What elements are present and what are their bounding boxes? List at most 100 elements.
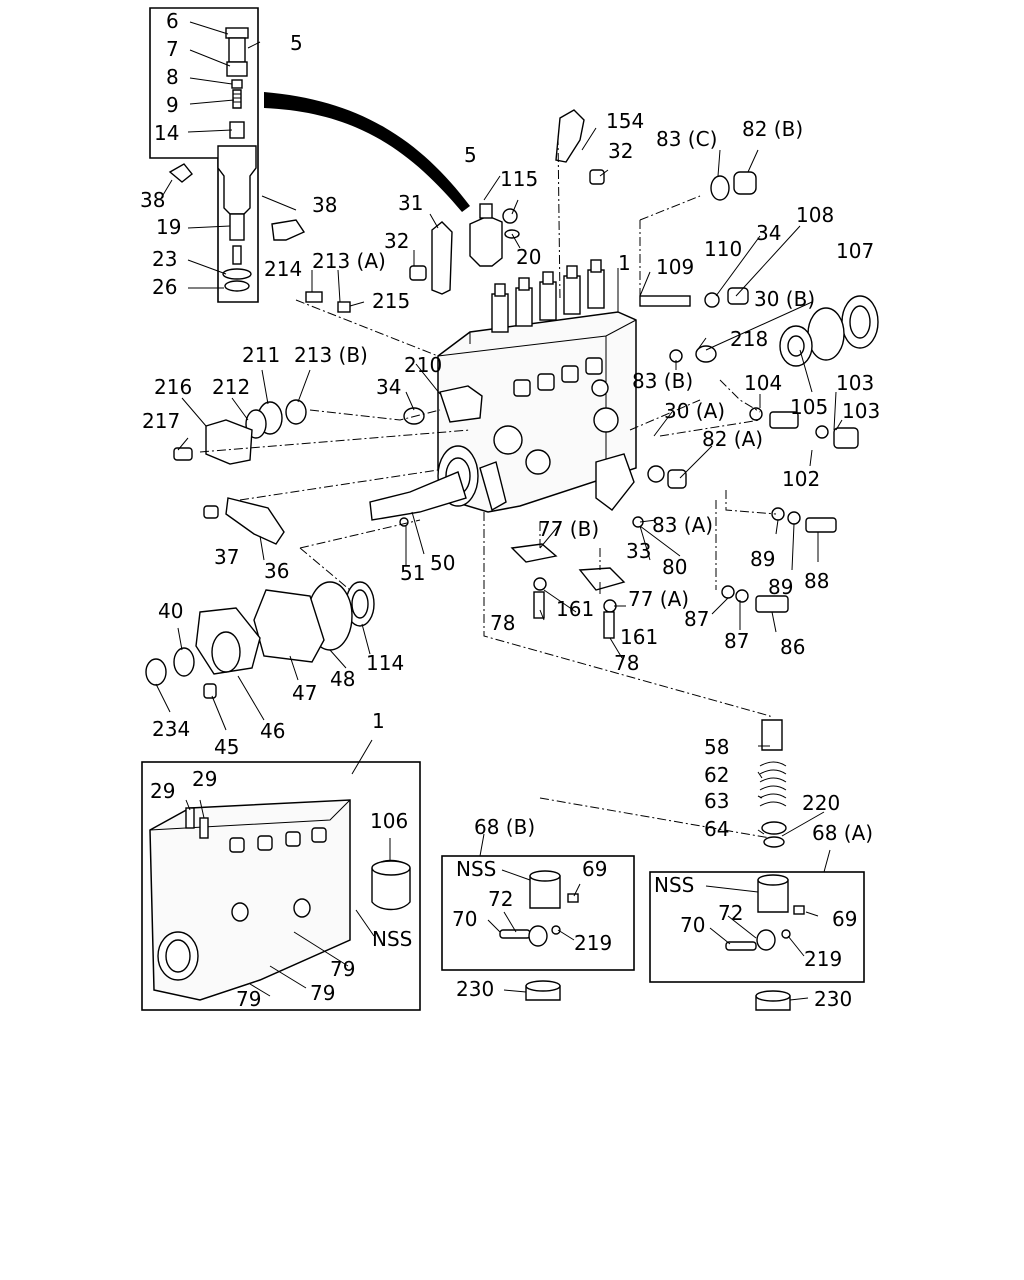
callout-210: 210 [404, 353, 442, 377]
housing-detail-box [141, 761, 421, 1011]
callout-103: 103 [836, 371, 874, 395]
callout-68b: 68 (B) [474, 815, 535, 839]
callout-47: 47 [292, 681, 317, 705]
callout-83b: 83 (B) [632, 369, 693, 393]
callout-217: 217 [142, 409, 180, 433]
o-ring-213b [285, 399, 307, 425]
callout-89: 89 [768, 575, 793, 599]
callout-58: 58 [704, 735, 729, 759]
bolt-78 [533, 591, 545, 619]
callout-20: 20 [516, 245, 541, 269]
callout-105: 105 [790, 395, 828, 419]
callout-219: 219 [574, 931, 612, 955]
bracket-31 [431, 221, 453, 295]
callout-5: 5 [290, 31, 303, 55]
callout-69: 69 [832, 907, 857, 931]
callout-48: 48 [330, 667, 355, 691]
callout-1: 1 [618, 251, 631, 275]
bushing-219 [551, 925, 561, 935]
callout-82a: 82 (A) [702, 427, 763, 451]
screw-214 [305, 291, 323, 303]
callout-114: 114 [366, 651, 404, 675]
callout-103: 103 [842, 399, 880, 423]
roller-72 [528, 925, 548, 947]
delivery-valve-inset [149, 7, 306, 303]
assembly-lines [199, 135, 777, 839]
callout-213a: 213 (A) [312, 249, 386, 273]
pin-69 [793, 905, 805, 915]
bolt-32 [589, 169, 605, 185]
callout-89: 89 [750, 547, 775, 571]
callout-88: 88 [804, 569, 829, 593]
callout-nss: NSS [456, 857, 496, 881]
callout-214: 214 [264, 257, 302, 281]
gasket-83c [710, 175, 730, 201]
delivery-valve-5 [469, 215, 503, 267]
gasket-47 [253, 589, 325, 663]
callout-69: 69 [582, 857, 607, 881]
callout-30b: 30 (B) [754, 287, 815, 311]
callout-109: 109 [656, 255, 694, 279]
callout-33: 33 [626, 539, 651, 563]
callout-nss: NSS [372, 927, 412, 951]
callout-8: 8 [166, 65, 179, 89]
seal-40 [173, 647, 195, 677]
pin-69 [567, 893, 579, 903]
callout-78: 78 [490, 611, 515, 635]
callout-36: 36 [264, 559, 289, 583]
callout-72: 72 [488, 887, 513, 911]
block-216 [205, 419, 253, 465]
pump-housing-1 [437, 259, 637, 513]
callout-115: 115 [500, 167, 538, 191]
callout-63: 63 [704, 789, 729, 813]
seal-83a [647, 465, 665, 483]
tappet-box-68b [441, 855, 635, 1001]
callout-219: 219 [804, 947, 842, 971]
camshaft-50 [369, 471, 467, 521]
callout-83c: 83 (C) [656, 127, 717, 151]
nut-115 [502, 208, 518, 224]
callout-106: 106 [370, 809, 408, 833]
callout-labels: 6 7 8 9 14 5 38 19 38 23 26 154 5 32 83 … [140, 9, 880, 1011]
callout-230: 230 [814, 987, 852, 1011]
callout-30a: 30 (A) [664, 399, 725, 423]
callout-29: 29 [192, 767, 217, 791]
callout-45: 45 [214, 735, 239, 759]
adapter-210 [439, 385, 483, 423]
assembly-arrow [264, 92, 470, 212]
callout-40: 40 [158, 599, 183, 623]
ring-110 [704, 292, 720, 308]
inset-frame [149, 7, 259, 303]
callout-230: 230 [456, 977, 494, 1001]
callout-37: 37 [214, 545, 239, 569]
callout-212: 212 [212, 375, 250, 399]
callout-108: 108 [796, 203, 834, 227]
callout-64: 64 [704, 817, 729, 841]
callout-32: 32 [384, 229, 409, 253]
mounting-foot [479, 461, 507, 512]
clamp-38 [168, 163, 193, 183]
callout-38: 38 [140, 188, 165, 212]
bolt-37 [203, 505, 219, 519]
callout-50: 50 [430, 551, 455, 575]
bolt-32 [409, 265, 427, 281]
callout-79: 79 [330, 957, 355, 981]
callout-218: 218 [730, 327, 768, 351]
callout-29: 29 [150, 779, 175, 803]
plunger-spring-assembly [759, 719, 787, 848]
fitting-104 [769, 411, 799, 429]
callout-46: 46 [260, 719, 285, 743]
collar-234 [145, 658, 167, 686]
pin-70 [725, 941, 757, 951]
bolt-217 [173, 447, 193, 461]
callout-31: 31 [398, 191, 423, 215]
washer-20 [504, 229, 520, 239]
callout-215: 215 [372, 289, 410, 313]
callout-78: 78 [614, 651, 639, 675]
callout-5: 5 [464, 143, 477, 167]
callout-6: 6 [166, 9, 179, 33]
plug-82a [667, 469, 687, 489]
callout-86: 86 [780, 635, 805, 659]
washer-104 [749, 407, 763, 421]
callout-32: 32 [608, 139, 633, 163]
